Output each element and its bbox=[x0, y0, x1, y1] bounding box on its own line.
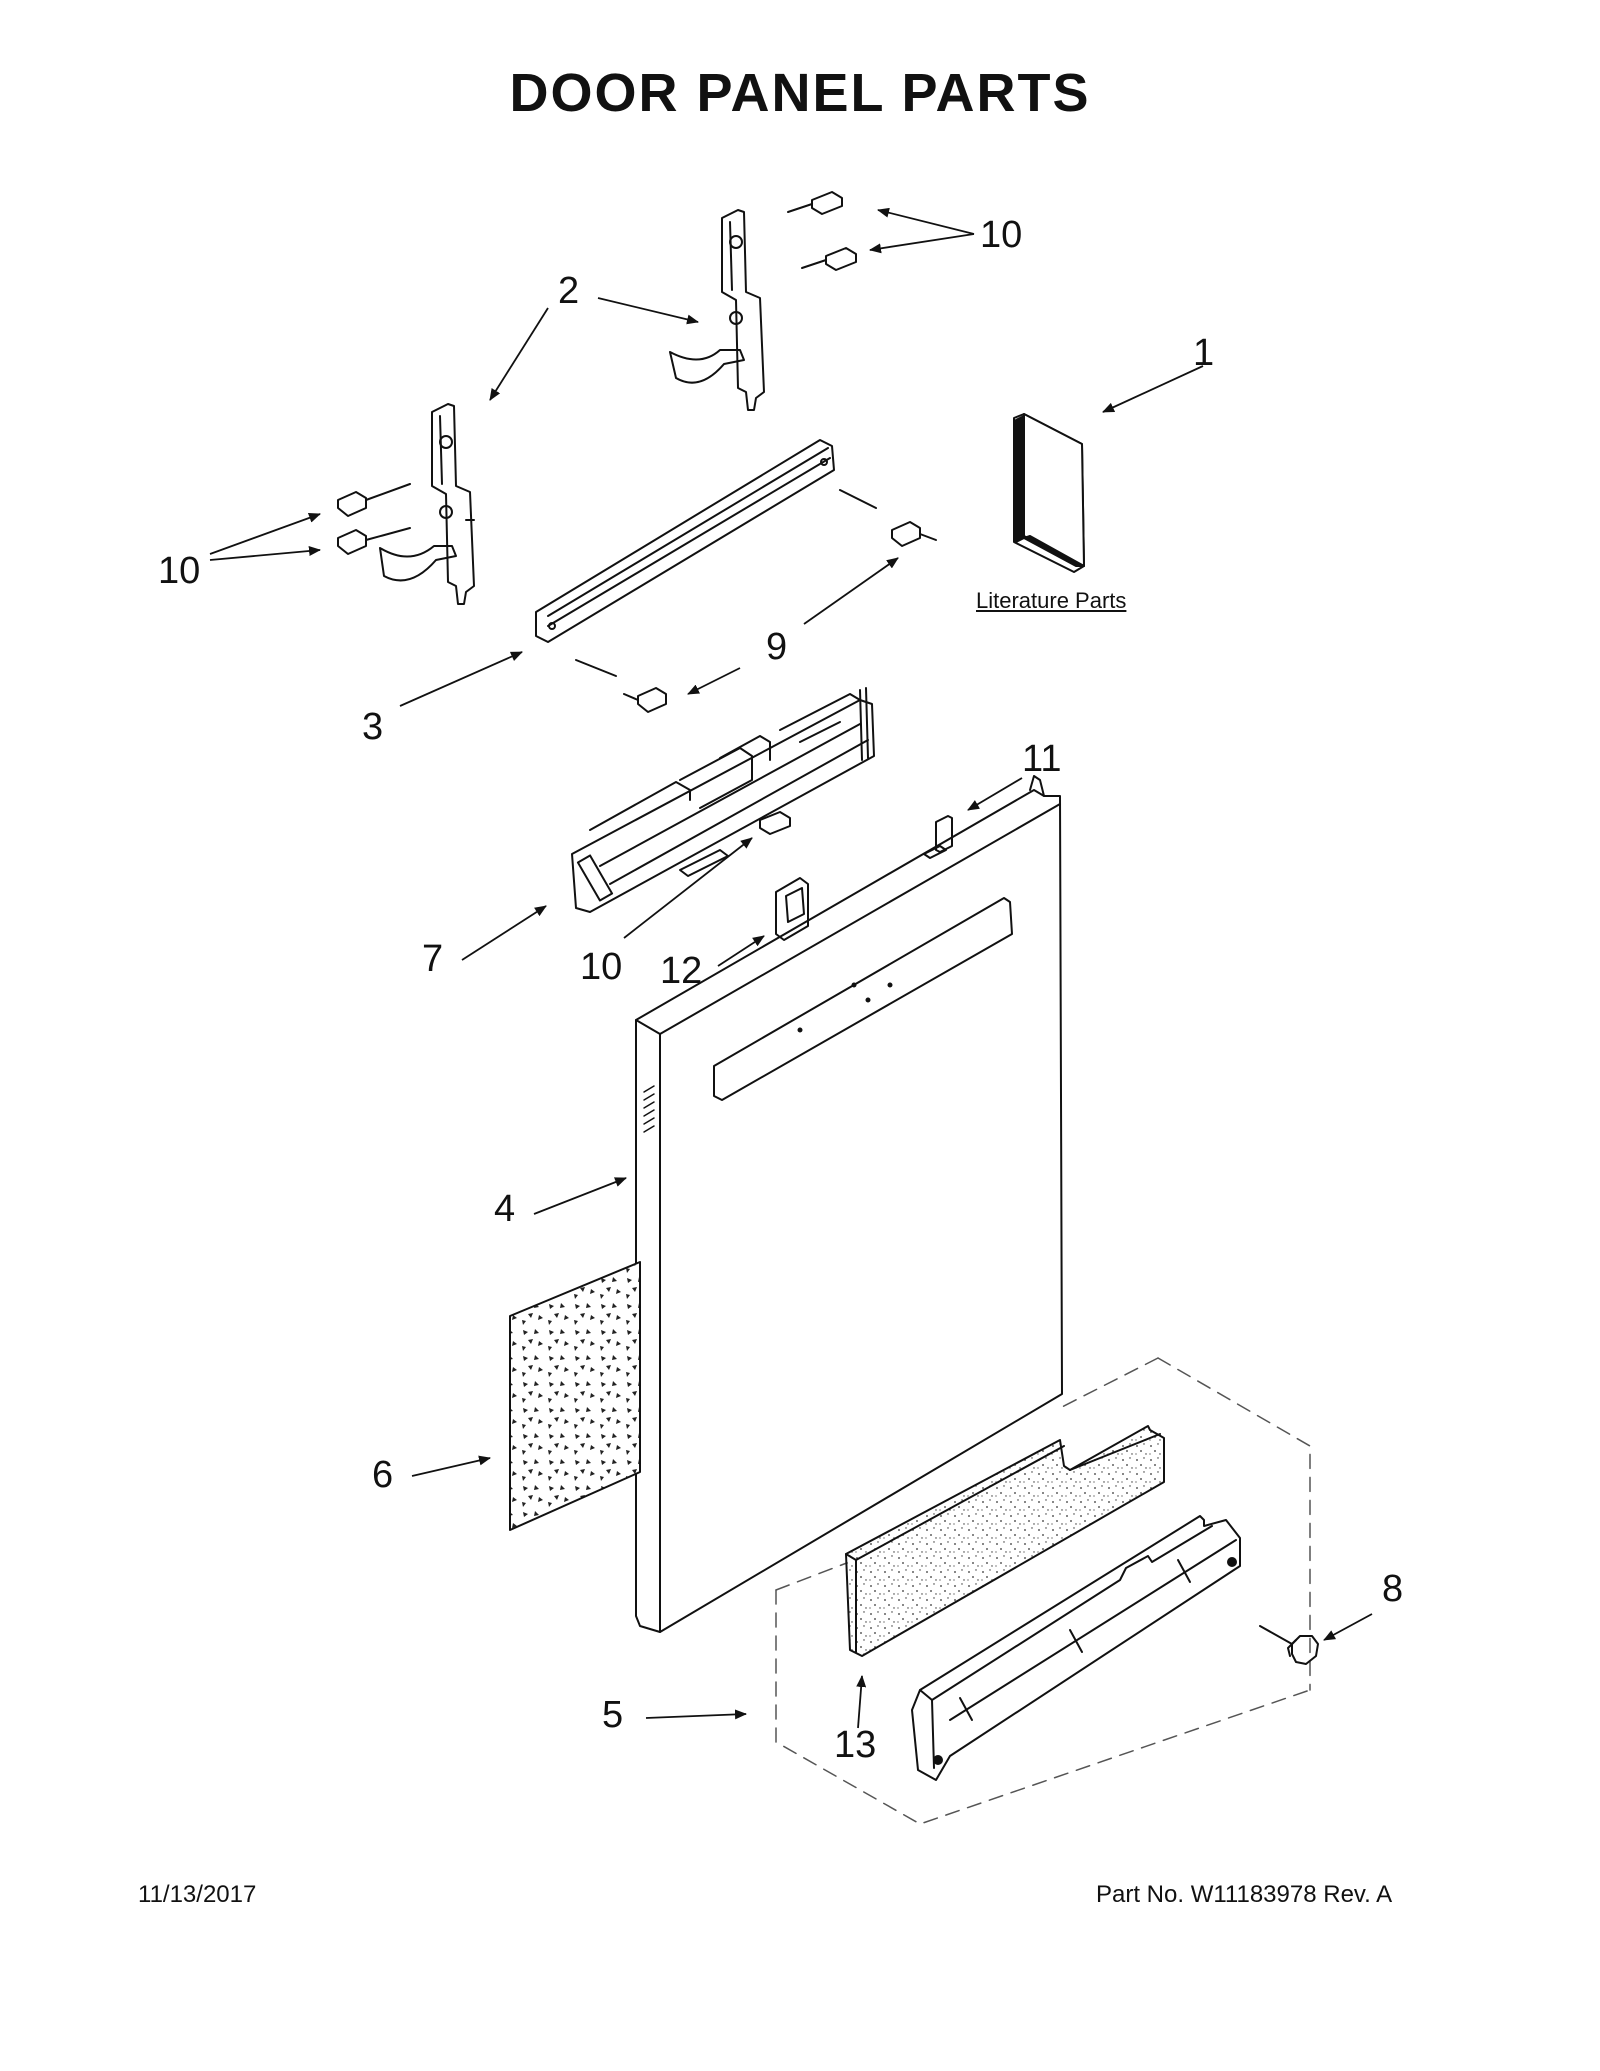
callout-2: 2 bbox=[558, 270, 580, 312]
arrow-2-right bbox=[597, 297, 699, 325]
arrow-10-top bbox=[877, 207, 975, 235]
literature-booklet bbox=[1013, 413, 1085, 573]
arrow-4 bbox=[533, 1177, 627, 1215]
outer-door-panel bbox=[635, 775, 1063, 1633]
insulation-pad bbox=[509, 1261, 641, 1531]
arrow-11 bbox=[967, 777, 1023, 811]
arrow-6 bbox=[411, 1455, 491, 1477]
arrow-1 bbox=[1102, 365, 1204, 413]
arrow-10-mid bbox=[869, 233, 975, 254]
footer-part-number: Part No. W11183978 Rev. A bbox=[1096, 1881, 1393, 1908]
arrow-10-left-a bbox=[209, 513, 321, 555]
knob-part-8 bbox=[1259, 1625, 1319, 1665]
toe-kick-plate bbox=[911, 1515, 1241, 1781]
hinge-bracket-left bbox=[379, 403, 475, 605]
callout-13: 13 bbox=[834, 1724, 877, 1766]
latch-part-11 bbox=[923, 815, 953, 859]
screw-10-bracket bbox=[759, 811, 791, 835]
arrow-3 bbox=[399, 651, 523, 707]
arrow-13 bbox=[856, 1675, 867, 1729]
arrow-2-left bbox=[489, 307, 549, 401]
screw-10-left-top bbox=[337, 483, 411, 517]
arrow-10-left-b bbox=[209, 546, 321, 561]
callout-1: 1 bbox=[1193, 332, 1215, 374]
foam-strip bbox=[845, 1425, 1165, 1657]
callout-6: 6 bbox=[372, 1454, 394, 1496]
callout-12: 12 bbox=[660, 950, 703, 992]
hinge-bracket-right bbox=[669, 209, 765, 411]
callout-10-console: 10 bbox=[580, 946, 623, 988]
callout-5: 5 bbox=[602, 1694, 624, 1736]
screw-9-right bbox=[891, 521, 937, 547]
callout-9: 9 bbox=[766, 626, 788, 668]
arrow-5 bbox=[645, 1709, 747, 1720]
door-bracket-part-12 bbox=[775, 877, 809, 941]
callout-7: 7 bbox=[422, 938, 444, 980]
screw-10-left-bottom bbox=[337, 527, 411, 555]
callout-8: 8 bbox=[1382, 1568, 1404, 1610]
arrow-9-left bbox=[687, 667, 741, 695]
arrow-9-right bbox=[803, 557, 899, 625]
arrow-12 bbox=[717, 935, 765, 967]
arrow-7 bbox=[461, 905, 547, 961]
callout-10-left: 10 bbox=[158, 550, 201, 592]
literature-parts-link[interactable]: Literature Parts bbox=[976, 588, 1127, 613]
arrow-8 bbox=[1323, 1613, 1373, 1641]
footer-date: 11/13/2017 bbox=[138, 1881, 257, 1908]
page-title: DOOR PANEL PARTS bbox=[509, 63, 1091, 123]
screw-9-left bbox=[623, 687, 667, 713]
mounting-rail bbox=[535, 439, 877, 677]
screw-10-mid bbox=[801, 247, 857, 271]
screw-10-top bbox=[787, 191, 843, 215]
arrow-10-console bbox=[623, 837, 753, 939]
callout-4: 4 bbox=[494, 1188, 516, 1230]
control-console bbox=[571, 687, 875, 913]
callout-3: 3 bbox=[362, 706, 384, 748]
callout-11: 11 bbox=[1022, 738, 1062, 780]
callout-10-top: 10 bbox=[980, 214, 1023, 256]
